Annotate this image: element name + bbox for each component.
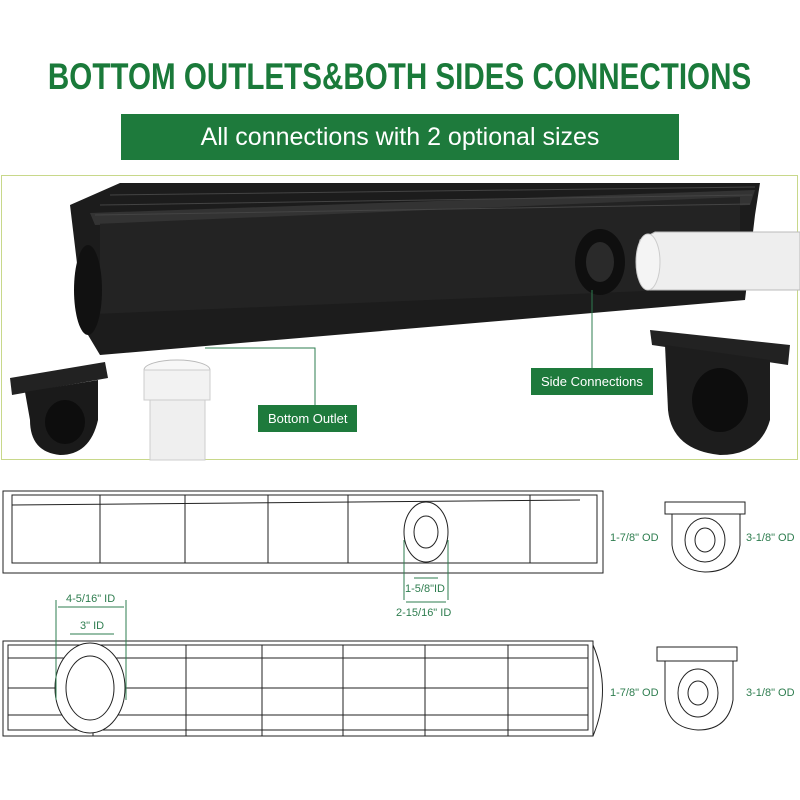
heading: BOTTOM OUTLETS&BOTH SIDES CONNECTIONS (48, 56, 752, 97)
dim-endcap-bottom-small: 1-7/8" OD (610, 687, 659, 699)
heading-row: BOTTOM OUTLETS&BOTH SIDES CONNECTIONS (0, 52, 800, 102)
dim-endcap-bottom-large: 3-1/8" OD (746, 687, 795, 699)
leader-lines (205, 290, 593, 405)
dim-side-large: 2-15/16" ID (396, 607, 452, 619)
dim-bottom-inner: 3" ID (80, 620, 105, 632)
bottom-outlet-label: Bottom Outlet (258, 405, 358, 432)
side-pipe (635, 231, 800, 291)
grate-pattern (94, 186, 756, 216)
end-cap-left (10, 362, 108, 455)
side-connections-label: Side Connections (531, 368, 653, 395)
dim-bottom-outer: 4-5/16" ID (66, 593, 116, 605)
dim-endcap-top-large: 3-1/8" OD (746, 532, 795, 544)
end-cap-drawings (656, 501, 746, 731)
bottom-outlet-pipe (143, 359, 211, 461)
product-photo-panel (1, 175, 798, 460)
subheading: All connections with 2 optional sizes (200, 122, 600, 151)
end-cap-right (650, 330, 790, 455)
bottom-view-drawing (2, 640, 603, 737)
dimension-lines (55, 540, 449, 700)
dim-side-small: 1-5/8"ID (405, 583, 445, 595)
dim-endcap-top-small: 1-7/8" OD (610, 532, 659, 544)
side-view-drawing (2, 490, 604, 574)
drain-channel (70, 183, 760, 355)
subheading-banner: All connections with 2 optional sizes (121, 114, 679, 160)
